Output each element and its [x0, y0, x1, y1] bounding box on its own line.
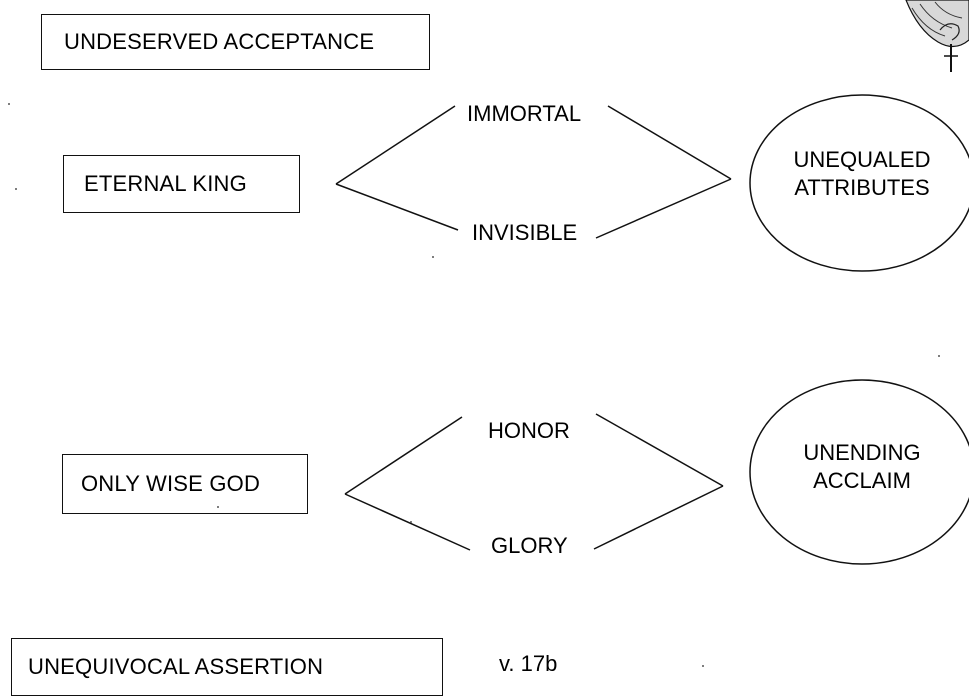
oval-unequaled-line1: UNEQUALED: [793, 147, 931, 172]
scan-speck: [410, 521, 412, 523]
label-honor: HONOR: [488, 418, 570, 443]
box-only-wise-god-label: ONLY WISE GOD: [81, 471, 261, 496]
label-invisible: INVISIBLE: [472, 220, 578, 245]
oval-unending-line2: ACCLAIM: [813, 468, 911, 493]
line-eternal-king-to-immortal: [335, 105, 456, 185]
box-only-wise-god: ONLY WISE GOD: [62, 454, 308, 514]
box-eternal-king: ETERNAL KING: [63, 155, 300, 213]
line-eternal-king-to-invisible: [335, 183, 459, 231]
label-immortal: IMMORTAL: [467, 101, 582, 126]
line-immortal-to-attributes: [607, 105, 732, 180]
scan-speck: [15, 188, 17, 190]
scan-speck: [217, 506, 219, 508]
line-wise-god-to-glory: [344, 493, 471, 551]
box-unequivocal-assertion-label: UNEQUIVOCAL ASSERTION: [28, 654, 324, 679]
line-glory-to-acclaim: [593, 485, 724, 550]
line-honor-to-acclaim: [595, 413, 724, 487]
scan-speck: [432, 256, 434, 258]
scan-speck: [8, 103, 10, 105]
label-glory: GLORY: [491, 533, 568, 558]
oval-unequaled-attributes-text: UNEQUALED ATTRIBUTES: [762, 146, 962, 202]
box-undeserved-acceptance: UNDESERVED ACCEPTANCE: [41, 14, 430, 70]
scan-speck: [938, 355, 940, 357]
verse-reference: v. 17b: [499, 651, 558, 676]
oval-unequaled-attributes: [749, 94, 969, 272]
line-invisible-to-attributes: [595, 178, 732, 239]
oval-unending-line1: UNENDING: [803, 440, 921, 465]
box-unequivocal-assertion: UNEQUIVOCAL ASSERTION: [11, 638, 443, 696]
oval-unending-acclaim: [749, 379, 969, 565]
oval-unending-acclaim-text: UNENDING ACCLAIM: [762, 439, 962, 495]
scan-speck: [702, 665, 704, 667]
engraving-ornament: [905, 0, 969, 72]
line-wise-god-to-honor: [344, 416, 463, 495]
oval-unequaled-line2: ATTRIBUTES: [794, 175, 930, 200]
box-undeserved-acceptance-label: UNDESERVED ACCEPTANCE: [64, 29, 375, 54]
box-eternal-king-label: ETERNAL KING: [84, 171, 247, 196]
